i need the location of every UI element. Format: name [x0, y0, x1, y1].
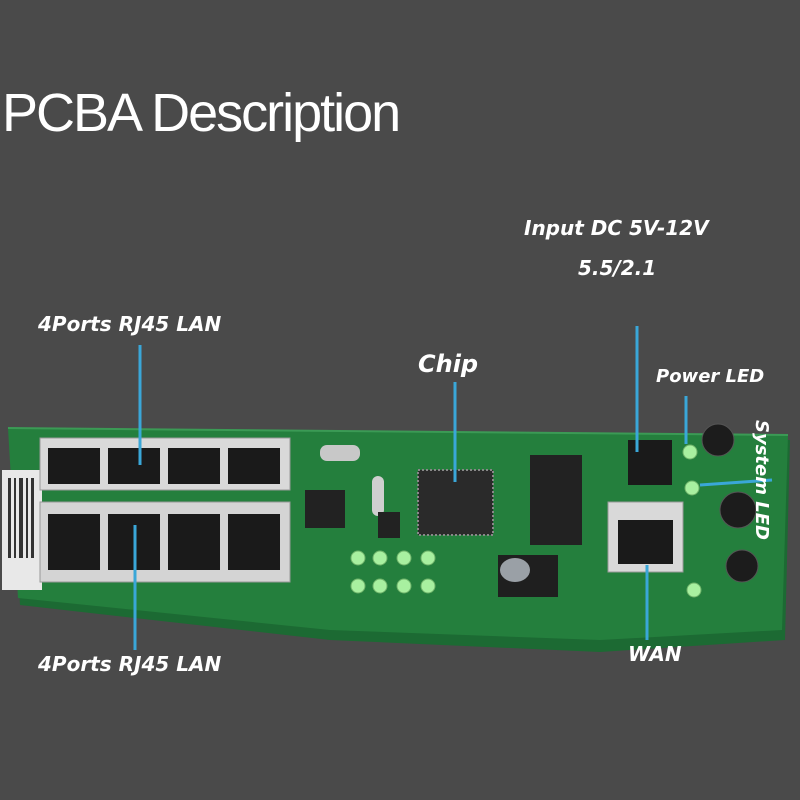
capacitor-2: [719, 491, 757, 529]
capacitor-3: [725, 549, 759, 583]
buzzer: [500, 558, 530, 582]
capacitor-1: [701, 423, 735, 457]
label-system-led: System LED: [751, 420, 772, 540]
wan-port: [607, 501, 684, 573]
memory-chip: [530, 455, 582, 545]
small-ic-left: [305, 490, 345, 528]
label-lan-bottom: 4Ports RJ45 LAN: [38, 652, 222, 676]
label-chip: Chip: [418, 350, 479, 378]
label-input-dc-2: 5.5/2.1: [578, 256, 657, 280]
pointer-lines: [133, 326, 773, 650]
page-title: PCBA Description: [2, 83, 401, 143]
dc-jack: [628, 440, 672, 485]
lan-ports-bottom: [39, 501, 291, 583]
crystal: [320, 445, 360, 461]
label-input-dc-1: Input DC 5V-12V: [524, 216, 709, 240]
barcode-sticker: [2, 470, 42, 590]
label-lan-top: 4Ports RJ45 LAN: [38, 312, 222, 336]
led-cluster: [350, 550, 436, 594]
small-ic-middle: [378, 512, 400, 538]
crystal-2: [372, 476, 384, 516]
status-leds: [682, 444, 702, 598]
label-power-led: Power LED: [656, 366, 765, 387]
label-wan: WAN: [628, 642, 682, 666]
lan-ports-top: [39, 437, 291, 491]
